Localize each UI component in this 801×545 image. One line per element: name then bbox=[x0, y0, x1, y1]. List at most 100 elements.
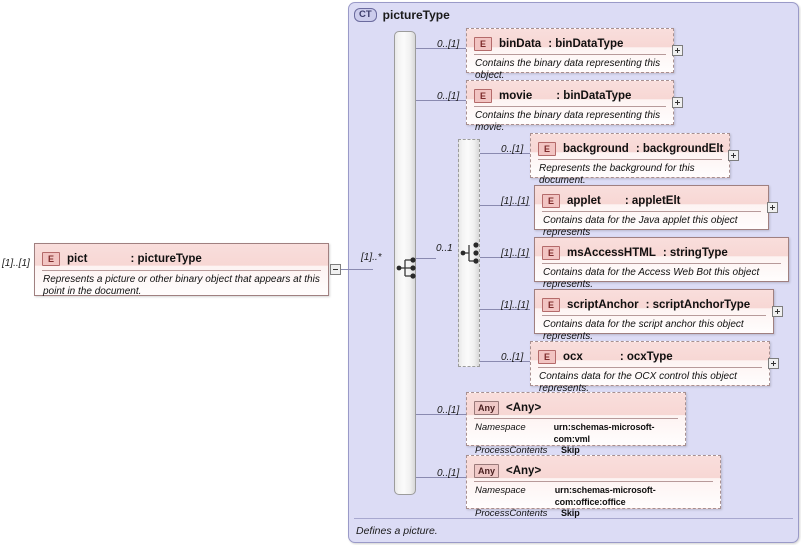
connector-background bbox=[480, 153, 530, 154]
any-office-namespace-value: urn:schemas-microsoft-com:office:office bbox=[554, 485, 656, 507]
element-badge-icon: E bbox=[538, 349, 557, 364]
node-any-vml[interactable]: Any <Any> Namespace urn:schemas-microsof… bbox=[466, 392, 686, 456]
node-movie-name: movie bbox=[499, 89, 533, 102]
connector-msAccessHTML bbox=[480, 257, 530, 258]
connector-scriptAnchor bbox=[480, 309, 530, 310]
element-badge-icon: E bbox=[542, 245, 561, 260]
node-msAccessHTML-description: Contains data for the Access Web Bot thi… bbox=[543, 267, 760, 290]
choice-compositor-icon bbox=[460, 242, 479, 264]
root-element-type: : pictureType bbox=[130, 252, 202, 265]
occurrence-any-vml: 0..[1] bbox=[437, 405, 460, 416]
node-msAccessHTML-type: : stringType bbox=[662, 246, 728, 259]
connector-movie bbox=[416, 100, 466, 101]
occurrence-msAccessHTML: [1]..[1] bbox=[501, 248, 529, 259]
node-any-vml-label: <Any> bbox=[506, 401, 542, 414]
node-background-divider bbox=[538, 159, 722, 160]
node-movie[interactable]: E movie : binDataType Contains the binar… bbox=[466, 80, 674, 133]
node-any-vml-title: Any <Any> bbox=[474, 398, 679, 417]
expand-button-scriptAnchor[interactable] bbox=[772, 306, 783, 317]
node-movie-description: Contains the binary data representing th… bbox=[475, 110, 661, 133]
node-scriptAnchor-divider bbox=[542, 315, 766, 316]
expand-button-applet[interactable] bbox=[767, 202, 778, 213]
node-scriptAnchor-description: Contains data for the script anchor this… bbox=[543, 319, 744, 342]
root-collapse-button[interactable] bbox=[330, 264, 341, 275]
node-ocx-description: Contains data for the OCX control this o… bbox=[539, 371, 737, 394]
node-background-description: Represents the background for this docum… bbox=[539, 163, 695, 186]
node-binData-title: E binData : binDataType bbox=[474, 34, 667, 53]
element-badge-icon: E bbox=[474, 36, 493, 51]
sequence-compositor-icon bbox=[396, 257, 416, 279]
occurrence-applet: [1]..[1] bbox=[501, 196, 529, 207]
node-ocx[interactable]: E ocx : ocxType Contains data for the OC… bbox=[530, 341, 770, 394]
expand-button-movie[interactable] bbox=[672, 97, 683, 108]
any-office-namespace-label: Namespace bbox=[475, 485, 526, 496]
node-msAccessHTML-divider bbox=[542, 263, 781, 264]
node-scriptAnchor-name: scriptAnchor bbox=[567, 298, 639, 311]
choice-occurrence-label: 0..1 bbox=[436, 243, 453, 254]
any-vml-process-value: Skip bbox=[561, 445, 580, 455]
root-element-divider bbox=[42, 270, 321, 271]
node-ocx-type: : ocxType bbox=[619, 350, 673, 363]
node-scriptAnchor-type: : scriptAnchorType bbox=[645, 298, 751, 311]
root-element-name: pict bbox=[67, 252, 88, 265]
root-element-title: E pict : pictureType bbox=[42, 249, 322, 268]
node-applet-divider bbox=[542, 211, 761, 212]
node-applet-description: Contains data for the Java applet this o… bbox=[543, 215, 738, 238]
node-applet[interactable]: E applet : appletElt Contains data for t… bbox=[534, 185, 769, 238]
any-vml-process-label: ProcessContents bbox=[475, 445, 548, 456]
connector-choice bbox=[416, 258, 436, 259]
node-scriptAnchor[interactable]: E scriptAnchor : scriptAnchorType Contai… bbox=[534, 289, 774, 342]
root-element-description: Represents a picture or other binary obj… bbox=[43, 274, 320, 297]
occurrence-ocx: 0..[1] bbox=[501, 352, 524, 363]
node-background-type: : backgroundElt bbox=[635, 142, 724, 155]
occurrence-scriptAnchor: [1]..[1] bbox=[501, 300, 529, 311]
expand-button-ocx[interactable] bbox=[768, 358, 779, 369]
node-ocx-title: E ocx : ocxType bbox=[538, 347, 763, 366]
node-msAccessHTML-name: msAccessHTML bbox=[567, 246, 656, 259]
connector-binData bbox=[416, 48, 466, 49]
node-binData-type: : binDataType bbox=[548, 37, 624, 50]
occurrence-movie: 0..[1] bbox=[437, 91, 460, 102]
connector-any-1 bbox=[416, 414, 466, 415]
element-badge-icon: E bbox=[474, 88, 493, 103]
connector-ocx bbox=[480, 361, 530, 362]
root-element-pict[interactable]: E pict : pictureType Represents a pictur… bbox=[34, 243, 329, 297]
node-any-office-attributes: Namespace urn:schemas-microsoft-com:offi… bbox=[475, 485, 714, 520]
node-applet-name: applet bbox=[567, 194, 601, 207]
any-badge-icon: Any bbox=[474, 400, 500, 415]
node-background[interactable]: E background : backgroundElt Represents … bbox=[530, 133, 730, 186]
node-binData-name: binData bbox=[499, 37, 542, 50]
complextype-name: pictureType bbox=[382, 8, 450, 22]
sequence-occurrence-label: [1]..* bbox=[361, 252, 382, 263]
root-to-sequence-connector bbox=[341, 269, 373, 270]
any-vml-namespace-value: urn:schemas-microsoft-com:vml bbox=[553, 422, 655, 444]
node-binData-description: Contains the binary data representing th… bbox=[475, 58, 661, 81]
occurrence-any-office: 0..[1] bbox=[437, 468, 460, 479]
node-binData[interactable]: E binData : binDataType Contains the bin… bbox=[466, 28, 674, 81]
element-badge-icon: E bbox=[42, 251, 61, 266]
node-movie-type: : binDataType bbox=[556, 89, 632, 102]
expand-button-background[interactable] bbox=[728, 150, 739, 161]
node-any-vml-divider bbox=[474, 418, 678, 419]
element-badge-icon: E bbox=[538, 141, 557, 156]
occurrence-binData: 0..[1] bbox=[437, 39, 460, 50]
node-movie-divider bbox=[474, 106, 666, 107]
complextype-footer-divider bbox=[354, 518, 793, 519]
node-msAccessHTML-title: E msAccessHTML : stringType bbox=[542, 243, 782, 262]
node-binData-divider bbox=[474, 54, 666, 55]
expand-button-binData[interactable] bbox=[672, 45, 683, 56]
node-applet-title: E applet : appletElt bbox=[542, 191, 762, 210]
element-badge-icon: E bbox=[542, 297, 561, 312]
node-background-title: E background : backgroundElt bbox=[538, 139, 723, 158]
node-any-vml-attributes: Namespace urn:schemas-microsoft-com:vml … bbox=[475, 422, 679, 457]
node-movie-title: E movie : binDataType bbox=[474, 86, 667, 105]
connector-applet bbox=[480, 205, 530, 206]
node-ocx-name: ocx bbox=[563, 350, 583, 363]
node-any-office[interactable]: Any <Any> Namespace urn:schemas-microsof… bbox=[466, 455, 721, 519]
any-office-process-value: Skip bbox=[561, 508, 580, 518]
root-occurrence-label: [1]..[1] bbox=[2, 258, 30, 269]
node-applet-type: : appletElt bbox=[624, 194, 681, 207]
node-msAccessHTML[interactable]: E msAccessHTML : stringType Contains dat… bbox=[534, 237, 789, 290]
any-office-process-label: ProcessContents bbox=[475, 508, 548, 519]
any-vml-namespace-label: Namespace bbox=[475, 422, 526, 433]
